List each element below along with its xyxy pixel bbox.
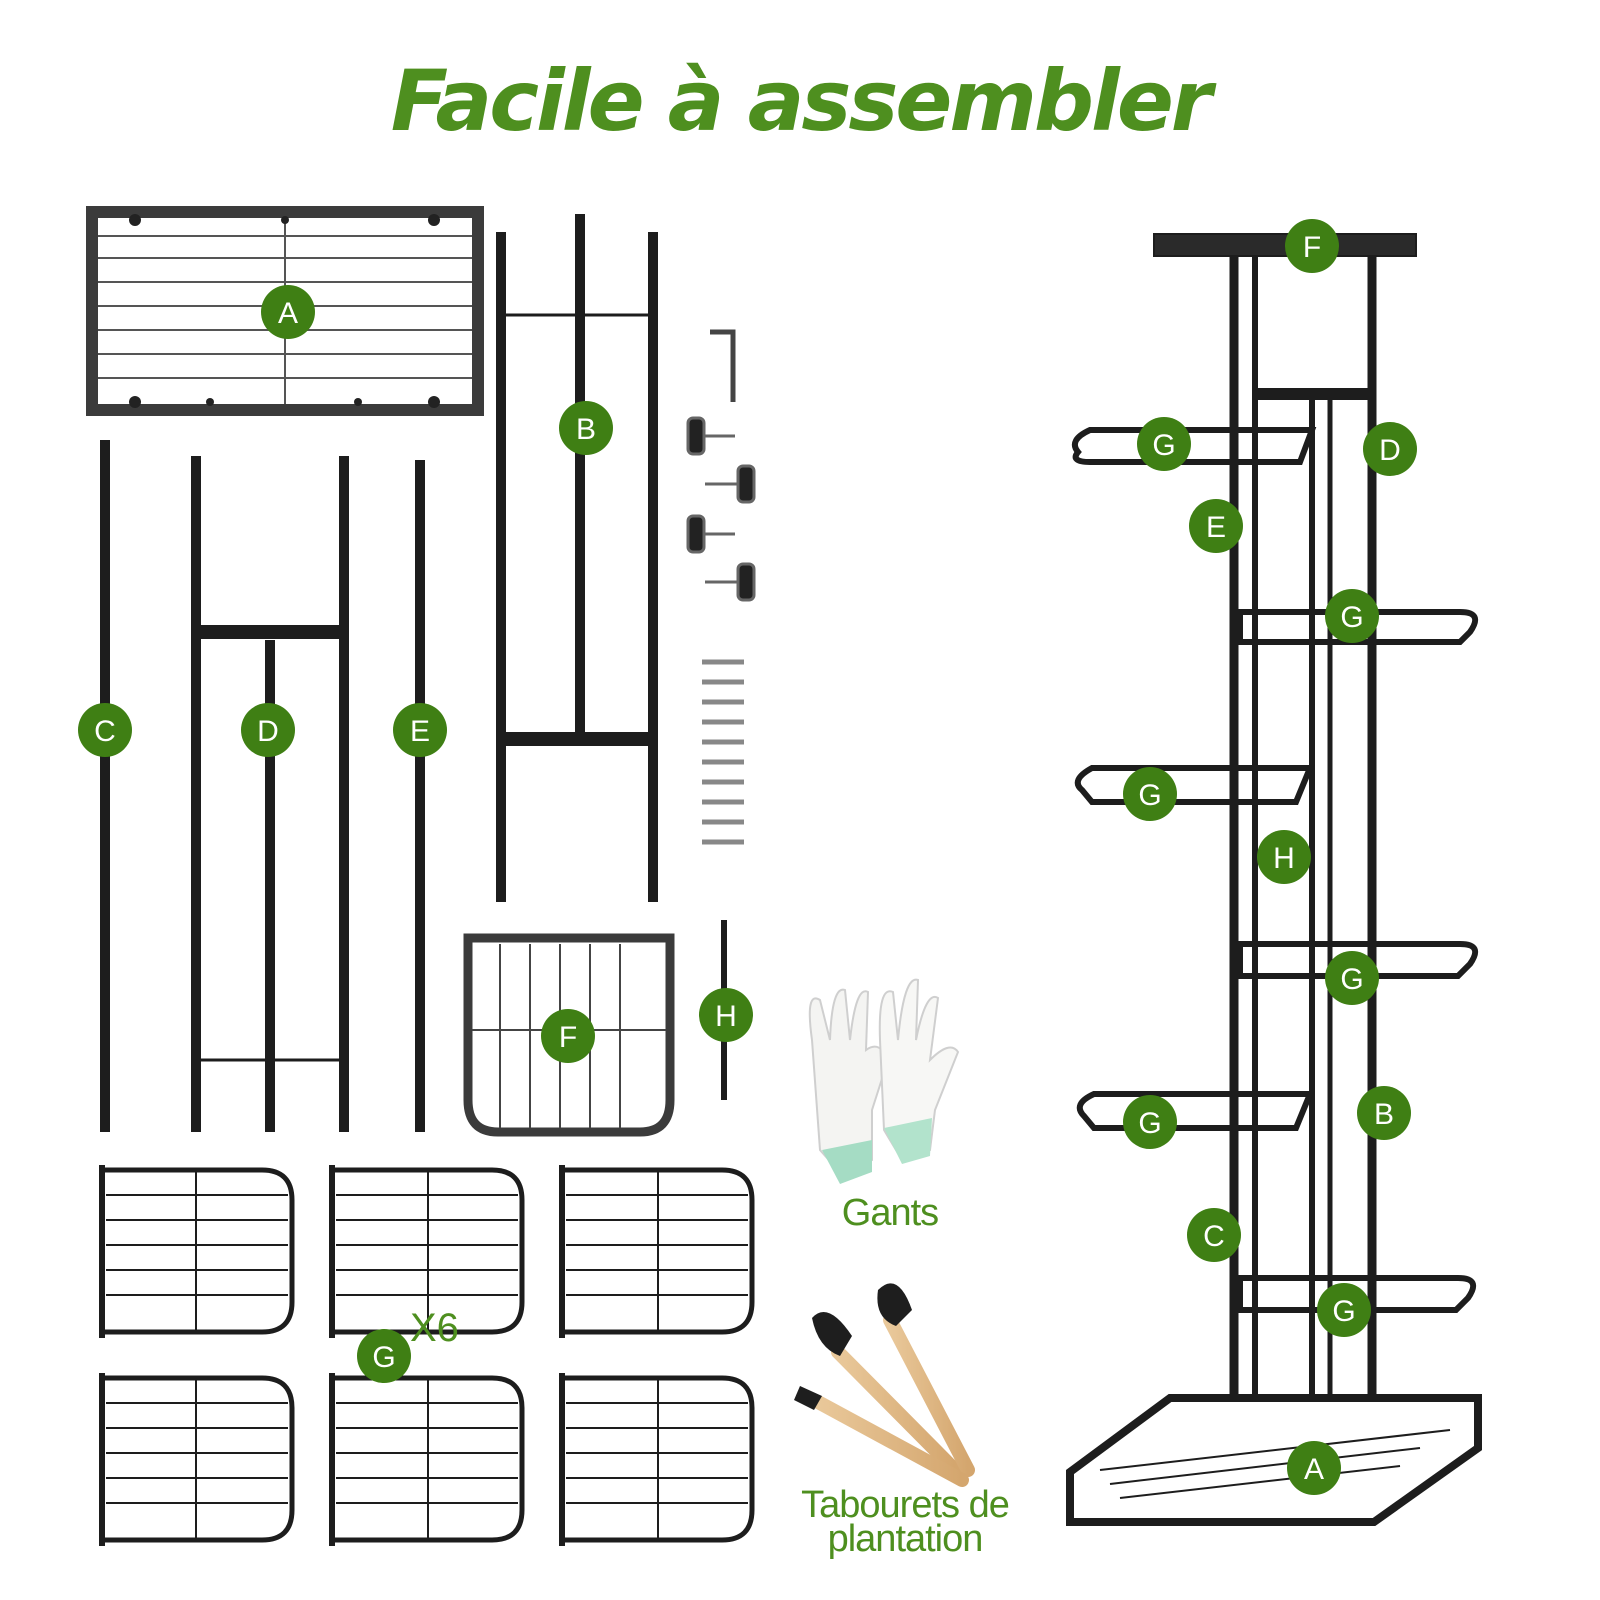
svg-text:G: G — [1152, 429, 1175, 462]
stand-label-f: F — [1285, 219, 1339, 273]
svg-text:G: G — [1138, 1107, 1161, 1140]
gloves-caption: Gants — [841, 1192, 939, 1234]
svg-text:A: A — [278, 297, 298, 330]
svg-text:D: D — [1379, 434, 1401, 467]
stand-label-g: G — [1123, 767, 1177, 821]
svg-text:A: A — [1304, 1453, 1324, 1486]
svg-text:B: B — [1374, 1098, 1394, 1131]
label-f: F — [541, 1009, 595, 1063]
stand-label-d: D — [1363, 422, 1417, 476]
svg-text:B: B — [576, 413, 596, 446]
screw-icon — [702, 659, 744, 845]
tools-caption: Tabourets de plantation — [801, 1484, 1010, 1560]
g-shelf — [99, 1373, 295, 1546]
stand-label-h: H — [1257, 830, 1311, 884]
svg-text:F: F — [559, 1021, 577, 1054]
stand-label-g: G — [1317, 1283, 1371, 1337]
assembled-stand — [1066, 233, 1482, 1526]
label-b: B — [559, 401, 613, 455]
stand-label-g: G — [1325, 589, 1379, 643]
foot-pad-icon — [686, 416, 756, 602]
part-b-frame — [496, 214, 658, 902]
label-h: H — [699, 988, 753, 1042]
shelf-quantity: X6 — [410, 1306, 459, 1350]
stand-label-a: A — [1287, 1441, 1341, 1495]
label-e: E — [393, 703, 447, 757]
gloves-icon — [808, 978, 960, 1184]
svg-text:G: G — [372, 1341, 395, 1374]
stand-label-g: G — [1137, 417, 1191, 471]
stand-label-e: E — [1189, 499, 1243, 553]
g-shelf — [559, 1373, 755, 1546]
svg-text:G: G — [1332, 1295, 1355, 1328]
garden-tools-icon — [794, 1283, 975, 1487]
stand-label-g: G — [1325, 951, 1379, 1005]
g-shelf — [329, 1373, 525, 1546]
svg-text:C: C — [1203, 1220, 1225, 1253]
svg-text:H: H — [715, 1000, 737, 1033]
label-a: A — [261, 285, 315, 339]
svg-text:E: E — [1206, 511, 1226, 544]
g-shelf — [99, 1165, 295, 1338]
svg-text:F: F — [1303, 231, 1321, 264]
stand-label-g: G — [1123, 1095, 1177, 1149]
part-g-shelves — [99, 1165, 755, 1546]
svg-text:E: E — [410, 715, 430, 748]
svg-text:D: D — [257, 715, 279, 748]
label-d: D — [241, 703, 295, 757]
svg-text:G: G — [1340, 963, 1363, 996]
part-d-frame — [191, 456, 349, 1132]
stand-label-b: B — [1357, 1086, 1411, 1140]
label-c: C — [78, 703, 132, 757]
allen-key-icon — [710, 329, 736, 402]
part-labels: A B C D E F H G F G D E G G H G B G C G … — [78, 219, 1417, 1495]
g-shelf — [559, 1165, 755, 1338]
svg-text:C: C — [94, 715, 116, 748]
g-shelf — [329, 1165, 525, 1338]
page-title: Facile à assembler — [390, 52, 1212, 150]
svg-text:H: H — [1273, 842, 1295, 875]
svg-text:G: G — [1138, 779, 1161, 812]
label-g: G — [357, 1329, 411, 1383]
svg-text:G: G — [1340, 601, 1363, 634]
stand-label-c: C — [1187, 1208, 1241, 1262]
